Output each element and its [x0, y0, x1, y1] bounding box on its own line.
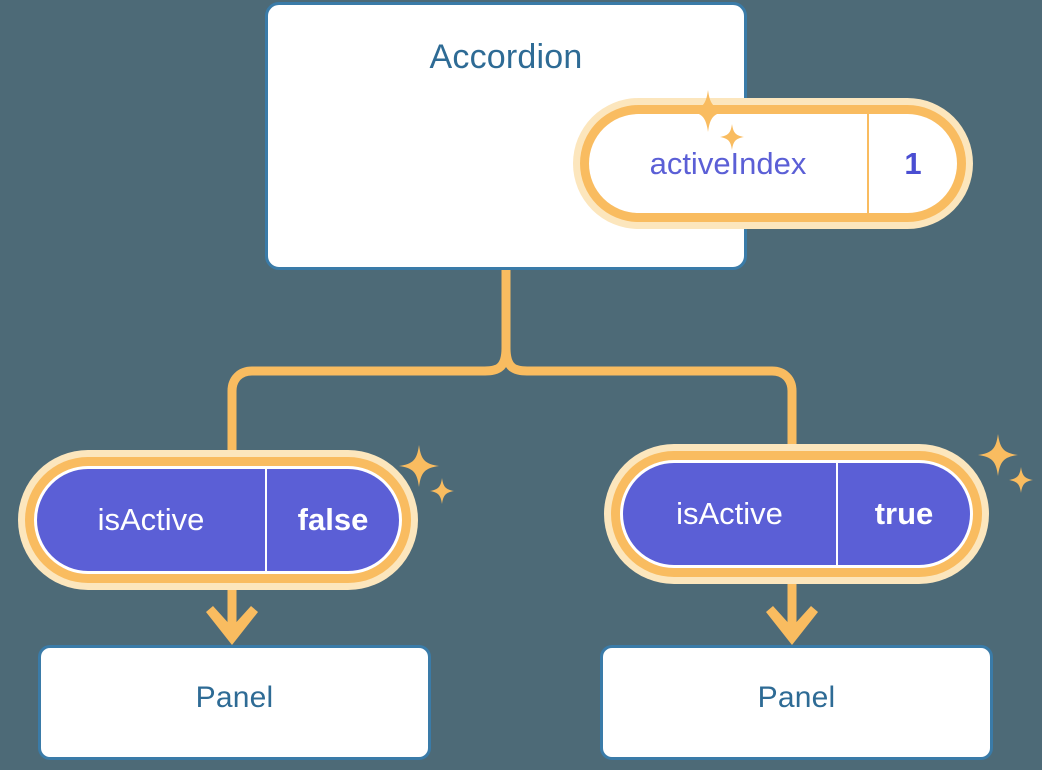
panel-component-card-left[interactable]: Panel — [38, 645, 431, 760]
connector-fork-left — [227, 347, 511, 452]
pill-body: isActive false — [34, 466, 402, 574]
accordion-component-card[interactable]: Accordion activeIndex 1 — [265, 2, 973, 270]
pill-value-label: 1 — [867, 114, 957, 213]
pill-value-label: false — [265, 469, 399, 571]
pill-key-label: activeIndex — [649, 145, 807, 181]
pill-body: activeIndex 1 — [589, 114, 957, 213]
arrow-right-panel — [766, 584, 818, 645]
panel-title-left: Panel — [195, 681, 274, 714]
prop-pill-is-active-false[interactable]: isActive false — [18, 450, 418, 590]
accordion-title: Accordion — [429, 38, 583, 76]
sparkle-small-icon — [1009, 467, 1033, 493]
arrow-left-panel — [206, 588, 258, 645]
pill-body: isActive true — [620, 460, 973, 568]
connector-fork-right — [501, 347, 797, 448]
pill-key-label: isActive — [676, 496, 783, 531]
state-pill-active-index[interactable]: activeIndex 1 — [573, 98, 973, 229]
sparkle-small-icon — [430, 478, 454, 504]
pill-key-label: isActive — [97, 502, 205, 537]
prop-pill-is-active-true[interactable]: isActive true — [604, 444, 989, 584]
panel-component-card-right[interactable]: Panel — [600, 645, 993, 760]
panel-title-right: Panel — [757, 681, 836, 714]
pill-value-label: true — [836, 463, 970, 565]
